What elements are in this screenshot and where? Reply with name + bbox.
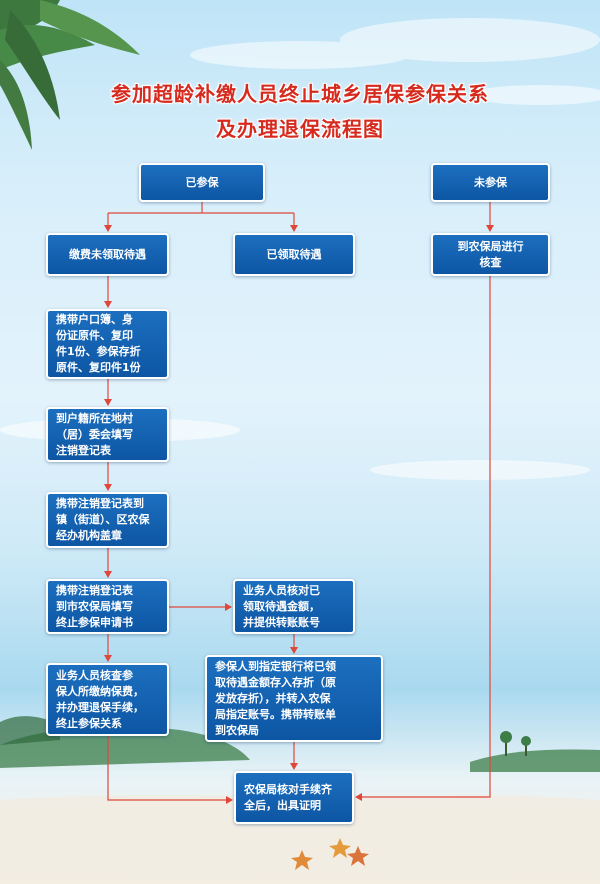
- island-right-decoration: [470, 731, 600, 772]
- node-verify-amount: 业务人员核对已 领取待遇金额， 并提供转账账号: [233, 579, 355, 634]
- starfish-icon: [291, 838, 369, 870]
- node-issue-certificate: 农保局核对手续齐 全后，出具证明: [234, 771, 354, 824]
- node-paid-not-receiving: 缴费未领取待遇: [46, 233, 169, 276]
- arrow-bureau-to-certificate: [355, 276, 491, 801]
- node-not-enrolled: 未参保: [431, 163, 550, 202]
- island-left-decoration: [0, 716, 250, 768]
- page-title-line-2: 及办理退保流程图: [216, 117, 384, 141]
- node-bank-transfer: 参保人到指定银行将已领 取待遇金额存入存折（原 发放存折），并转入农保 局指定账…: [205, 655, 383, 742]
- node-receiving: 已领取待遇: [233, 233, 355, 276]
- beach-sand: [0, 795, 600, 884]
- node-city-application: 携带注销登记表 到市农保局填写 终止参保申请书: [46, 579, 169, 634]
- arrow-review-to-certificate: [107, 736, 233, 804]
- node-village-register: 到户籍所在地村 （居）委会填写 注销登记表: [46, 407, 169, 462]
- node-go-bureau-verify: 到农保局进行 核查: [431, 233, 550, 276]
- page-title-line-1: 参加超龄补缴人员终止城乡居保参保关系: [111, 82, 489, 106]
- node-bring-documents: 携带户口簿、身 份证原件、复印 件1份、参保存折 原件、复印件1份: [46, 309, 169, 379]
- node-enrolled: 已参保: [139, 163, 265, 202]
- node-review-terminate: 业务人员核查参 保人所缴纳保费， 并办理退保手续， 终止参保关系: [46, 663, 169, 736]
- node-town-stamp: 携带注销登记表到 镇（街道）、区农保 经办机构盖章: [46, 492, 169, 548]
- connector-enrolled-split: [108, 202, 294, 214]
- palm-fronds-decoration: [0, 0, 140, 150]
